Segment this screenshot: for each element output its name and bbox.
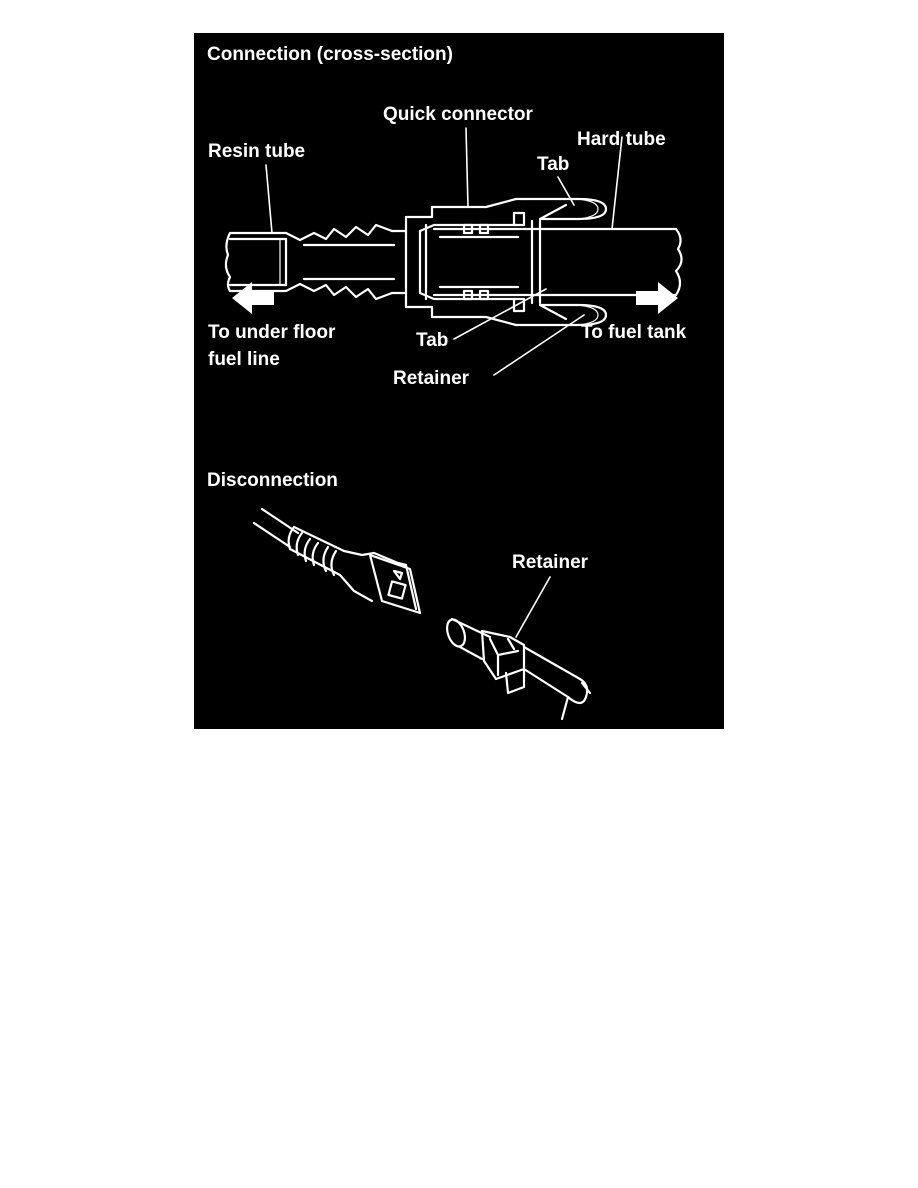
leader-lines-disconnection xyxy=(515,576,551,638)
disconnection-retainer-label: Retainer xyxy=(512,552,589,573)
connection-title: Connection (cross-section) xyxy=(207,44,453,65)
to-fuel-tank-label: To fuel tank xyxy=(581,322,687,343)
fuel-line-connector-figure: Connection (cross-section) Quick connect… xyxy=(194,33,724,729)
quick-connector-label: Quick connector xyxy=(383,104,533,125)
disconnection-title: Disconnection xyxy=(207,470,338,491)
tab-lower-label: Tab xyxy=(416,330,449,351)
connector-half-left xyxy=(252,507,422,615)
right-arrow-icon xyxy=(636,282,678,314)
resin-tube xyxy=(224,231,302,293)
connector-half-right xyxy=(445,617,592,721)
retainer-label: Retainer xyxy=(393,368,470,389)
quick-connector-body xyxy=(298,197,608,327)
hard-tube xyxy=(432,227,683,297)
tab-upper-label: Tab xyxy=(537,154,570,175)
leader-lines-connection xyxy=(265,127,623,376)
resin-tube-label: Resin tube xyxy=(208,141,306,162)
to-under-floor-label: To under floor fuel line xyxy=(208,322,336,370)
connector-illustration xyxy=(224,127,683,721)
left-arrow-icon xyxy=(232,282,274,314)
hard-tube-label: Hard tube xyxy=(577,129,666,150)
